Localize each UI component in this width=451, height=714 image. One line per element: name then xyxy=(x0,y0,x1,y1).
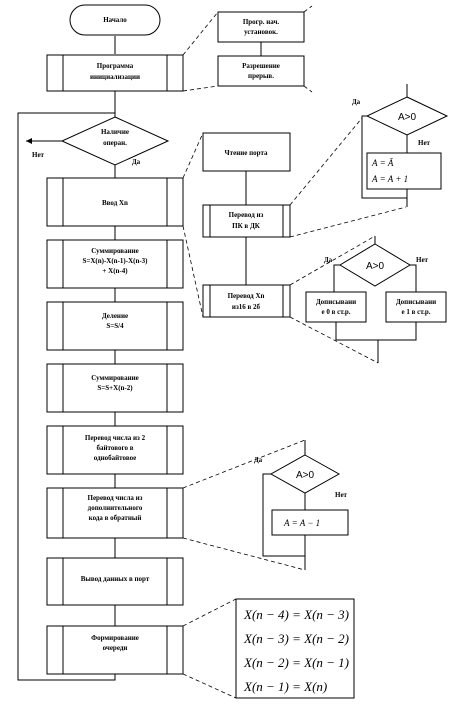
input-label: Ввод Xn xyxy=(102,199,128,207)
port-setup-block xyxy=(217,11,305,43)
convert-bytes-block xyxy=(46,425,184,475)
pad-zero-label-1: Дописывани xyxy=(316,298,356,306)
sum1-label-2: S=X(n)-X(n-1)-X(n-3) xyxy=(82,257,148,265)
reverse-formula: A = A − 1 xyxy=(283,518,320,528)
output-label: Вывод данных в порт xyxy=(81,575,150,583)
loop-back-line xyxy=(17,112,116,681)
queue-formula-1: X(n − 4) = X(n − 3) xyxy=(243,607,349,622)
convert-code-label-3: кода в обратный xyxy=(89,514,142,522)
interrupt-enable-label-2: прерыв. xyxy=(248,72,274,80)
data-available-decision xyxy=(60,116,170,166)
convert-bytes-label-3: однобайтовое xyxy=(94,454,136,462)
init-program-label-1: Программа xyxy=(97,62,134,70)
pad-one-label-2: е 1 в ст.р. xyxy=(401,308,430,316)
input-block xyxy=(46,177,184,227)
inverse-no: Нет xyxy=(418,139,431,147)
no-label: Нет xyxy=(32,151,45,159)
inverse-condition: A>0 xyxy=(398,112,417,123)
pad-zero-label-2: е 0 в ст.р. xyxy=(321,308,350,316)
to-2b-block xyxy=(202,284,291,318)
pad-no: Нет xyxy=(416,256,429,264)
inverse-formula-block xyxy=(366,152,442,190)
reverse-yes: Да xyxy=(254,456,263,464)
queue-block xyxy=(46,625,184,675)
to-dk-block xyxy=(202,204,291,238)
inverse-yes: Да xyxy=(352,98,361,106)
reverse-formula-block xyxy=(271,509,349,536)
convert-code-block xyxy=(46,487,184,539)
to-dk-label-1: Перевод из xyxy=(229,211,264,219)
port-setup-label-2: установок. xyxy=(244,28,278,36)
pad-decision xyxy=(339,243,411,287)
reverse-condition: A>0 xyxy=(296,470,315,481)
interrupt-enable-block xyxy=(217,55,305,87)
init-program-label-2: инициализации xyxy=(90,73,140,81)
convert-code-label-2: дополнительного xyxy=(88,504,143,512)
arrow-head xyxy=(26,138,32,144)
sum1-label-1: Суммирование xyxy=(91,247,139,255)
interrupt-enable-label-1: Разрешение xyxy=(242,62,280,70)
queue-formula-block xyxy=(235,598,355,699)
pad-one-block xyxy=(385,291,447,323)
data-available-label-1: Наличие xyxy=(101,128,129,136)
queue-formula-2: X(n − 3) = X(n − 2) xyxy=(243,631,349,646)
sum1-label-3: + X(n-4) xyxy=(102,267,128,275)
pad-zero-block xyxy=(305,291,367,323)
read-port-block xyxy=(202,132,291,172)
pad-condition: A>0 xyxy=(366,261,385,272)
sum1-block xyxy=(46,239,184,289)
queue-formula-3: X(n − 2) = X(n − 1) xyxy=(243,655,349,670)
queue-formula-4: X(n − 1) = X(n) xyxy=(243,679,327,694)
output-block xyxy=(46,557,184,606)
queue-label-1: Формирование xyxy=(91,634,139,642)
inverse-formula-1: A = Ā xyxy=(371,158,394,168)
division-label-2: S=S/4 xyxy=(106,322,124,330)
port-setup-label-1: Прогр. нач. xyxy=(243,18,280,26)
division-label-1: Деление xyxy=(102,312,128,320)
to-dk-label-2: ПК в ДК xyxy=(232,222,261,230)
init-program-block xyxy=(46,54,184,92)
data-available-label-2: операн. xyxy=(103,139,127,147)
inverse-formula-2: A = A + 1 xyxy=(371,174,408,184)
queue-label-2: очереди xyxy=(103,644,128,652)
convert-bytes-label-1: Перевод числа из 2 xyxy=(85,434,146,442)
sum2-block xyxy=(46,363,184,413)
pad-one-label-1: Дописывани xyxy=(396,298,436,306)
sum2-label-2: S=S+X(n-2) xyxy=(97,384,133,392)
convert-bytes-label-2: байтового в xyxy=(97,444,134,452)
pad-yes: Да xyxy=(324,256,333,264)
convert-code-label-1: Перевод числа из xyxy=(88,494,143,502)
reverse-no: Нет xyxy=(335,491,348,499)
sum2-label-1: Суммирование xyxy=(91,374,139,382)
start-label: Начало xyxy=(103,16,127,24)
to-2b-label-2: из16 в 2б xyxy=(232,303,261,311)
division-block xyxy=(46,301,184,351)
read-port-label: Чтение порта xyxy=(225,149,268,157)
to-2b-label-1: Перевод Xn xyxy=(228,292,265,300)
yes-label: Да xyxy=(132,158,141,166)
start-terminator xyxy=(69,4,161,36)
